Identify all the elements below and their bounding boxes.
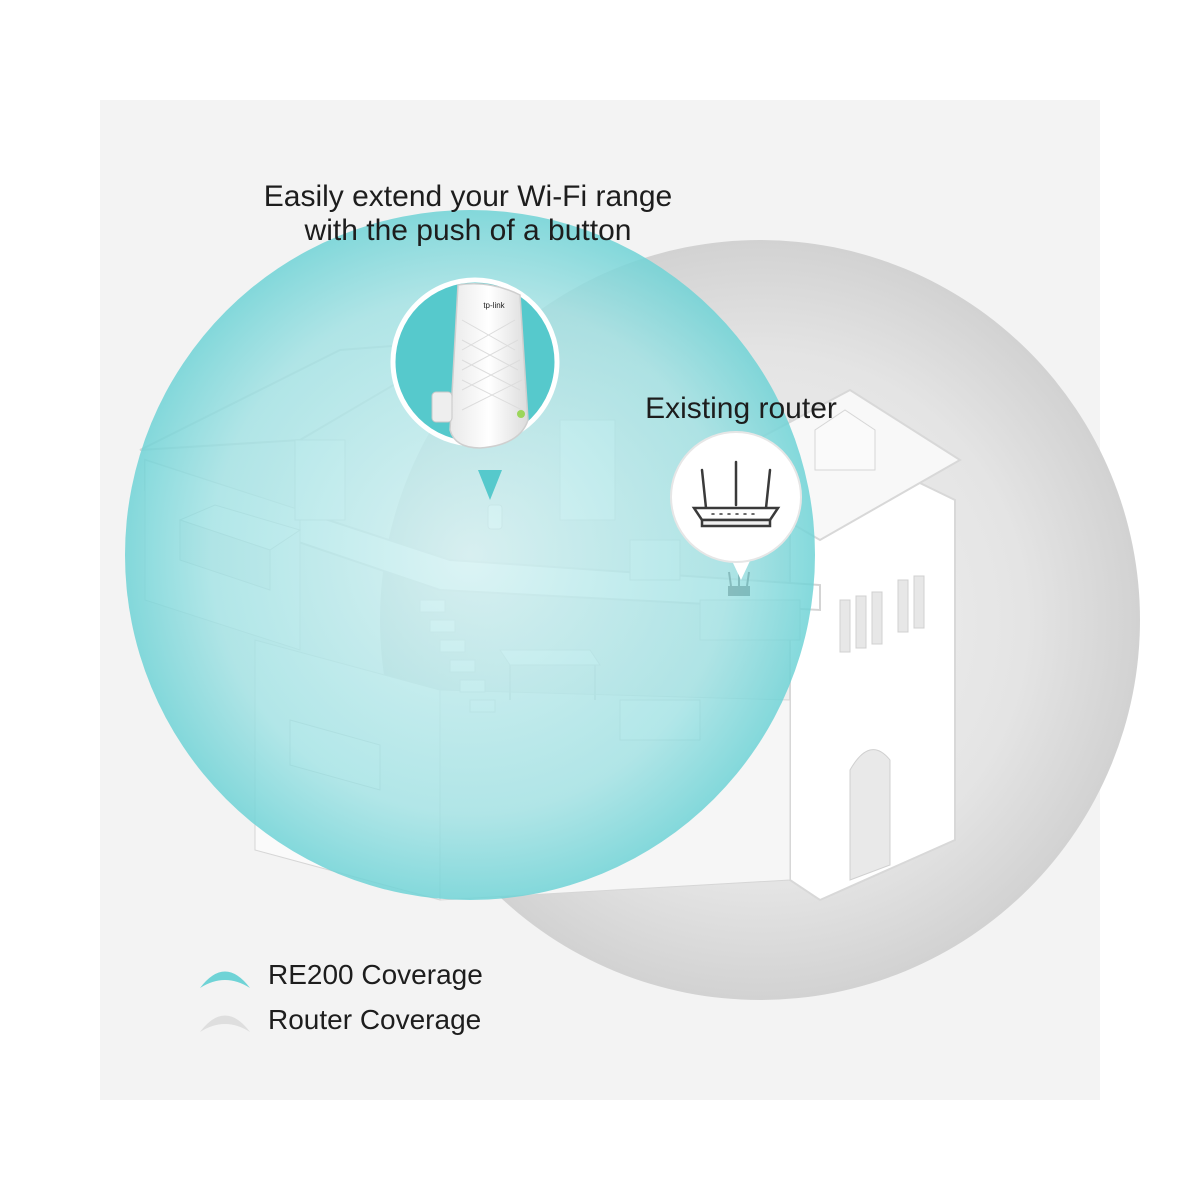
headline-line-2: with the push of a button bbox=[304, 214, 632, 247]
re200-coverage-area bbox=[125, 210, 815, 900]
legend-swatch-router bbox=[200, 1015, 250, 1032]
headline: Easily extend your Wi-Fi range with the … bbox=[264, 180, 673, 247]
legend: RE200 Coverage Router Coverage bbox=[200, 959, 483, 1035]
legend-item-re200: RE200 Coverage bbox=[200, 959, 483, 990]
router-callout-label: Existing router bbox=[645, 392, 837, 425]
legend-label-re200: RE200 Coverage bbox=[268, 959, 483, 990]
headline-line-1: Easily extend your Wi-Fi range bbox=[264, 180, 673, 213]
extender-brand-label: tp-link bbox=[483, 301, 505, 310]
re200-extender-icon: tp-link bbox=[431, 283, 529, 449]
legend-swatch-re200 bbox=[200, 971, 250, 988]
legend-item-router: Router Coverage bbox=[200, 1004, 481, 1035]
router-callout: Existing router bbox=[645, 392, 837, 580]
router-icon bbox=[691, 460, 781, 528]
legend-label-router: Router Coverage bbox=[268, 1004, 481, 1035]
extender-callout: tp-link bbox=[390, 277, 560, 500]
